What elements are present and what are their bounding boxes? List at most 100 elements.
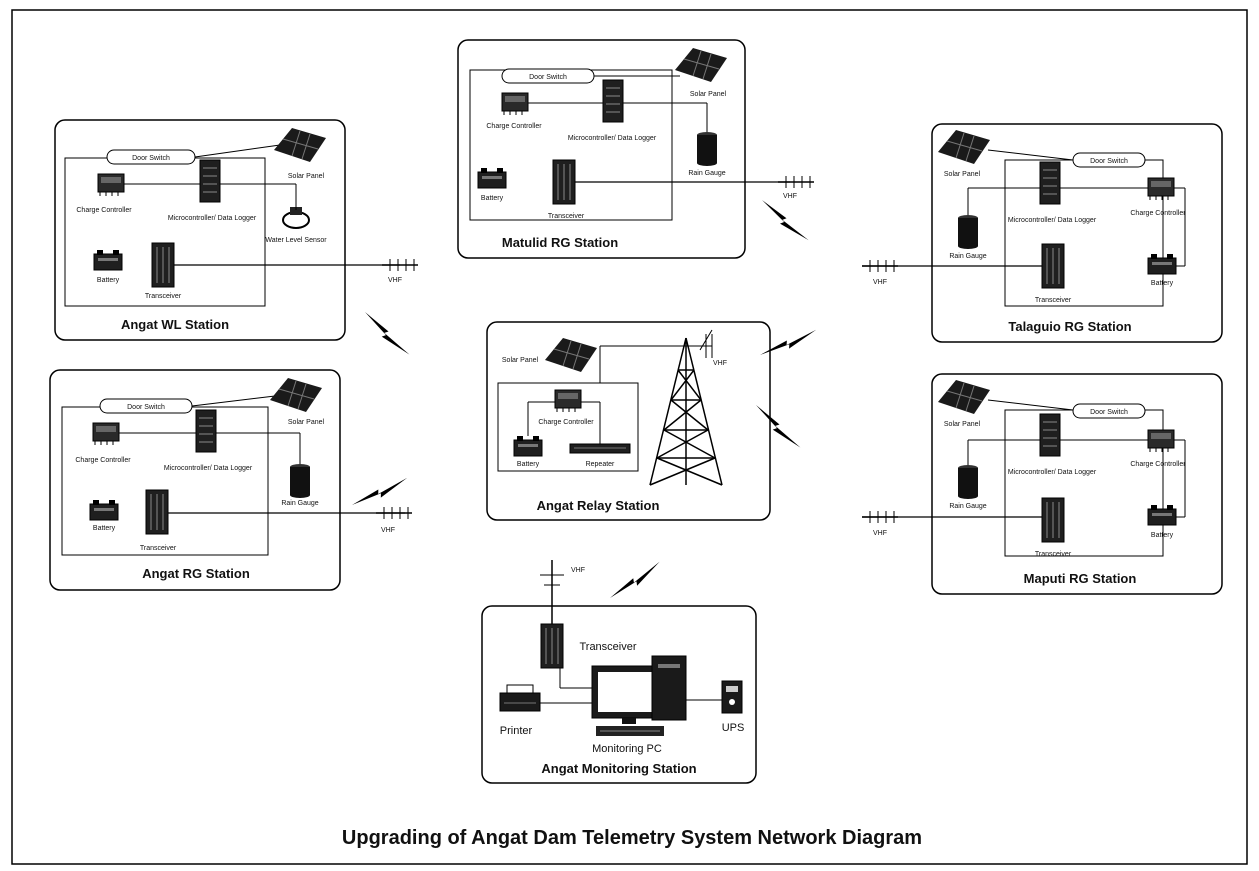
battery-label: Battery	[481, 195, 504, 202]
solar-panel-icon	[674, 47, 728, 83]
antenna-icon	[381, 258, 419, 272]
printer-icon	[499, 684, 541, 712]
lightning-bolt-icon	[610, 550, 660, 610]
solar-panel-icon	[273, 127, 327, 163]
vhf-label: VHF	[713, 360, 727, 367]
station-title: Angat Monitoring Station	[541, 761, 696, 776]
microcontroller-icon	[195, 409, 217, 453]
battery-icon	[89, 499, 119, 521]
transceiver-icon	[1041, 243, 1065, 289]
relay-antenna-icon	[699, 329, 713, 358]
vhf-label: VHF	[571, 567, 585, 574]
battery-label: Battery	[1151, 280, 1174, 287]
microcontroller-icon	[1039, 161, 1061, 205]
station-title: Maputi RG Station	[1024, 571, 1137, 586]
angat-relay-station: Solar Panel Charge Controller Battery Re…	[486, 321, 771, 521]
solar-panel-label: Solar Panel	[288, 419, 325, 426]
angat-monitoring-station: VHF Transceiver Monitoring PC Printer UP…	[481, 560, 757, 784]
microcontroller-label: Microcontroller/ Data Logger	[164, 465, 253, 472]
charge-controller-icon	[97, 173, 125, 197]
transceiver-icon	[151, 242, 175, 288]
antenna-icon	[861, 259, 899, 273]
microcontroller-label: Microcontroller/ Data Logger	[168, 215, 257, 222]
vhf-label: VHF	[381, 527, 395, 534]
station-title: Angat RG Station	[142, 566, 250, 581]
solar-panel-label: Solar Panel	[944, 171, 981, 178]
battery-icon	[93, 249, 123, 271]
microcontroller-label: Microcontroller/ Data Logger	[1008, 217, 1097, 224]
rain-gauge-icon	[697, 132, 717, 166]
water-level-sensor-icon	[282, 207, 310, 229]
door-switch-label: Door Switch	[1090, 409, 1128, 416]
door-switch-label: Door Switch	[132, 155, 170, 162]
station-title: Angat Relay Station	[537, 498, 660, 513]
ups-label: UPS	[722, 722, 745, 734]
battery-label: Battery	[1151, 532, 1174, 539]
battery-label: Battery	[97, 277, 120, 284]
charge-controller-label: Charge Controller	[1130, 210, 1186, 217]
maputi-rg-station: Door Switch Solar Panel Microcontroller/…	[861, 373, 1223, 595]
talaguio-rg-station: Door Switch Solar Panel Microcontroller/…	[861, 123, 1223, 343]
lightning-bolt-icon	[760, 311, 817, 373]
radio-links	[352, 200, 817, 610]
angat-wl-station: Door Switch Solar Panel Charge Controlle…	[54, 119, 419, 341]
vhf-label: VHF	[873, 279, 887, 286]
ups-icon	[721, 680, 743, 714]
rain-gauge-icon	[958, 465, 978, 499]
battery-icon	[1147, 253, 1177, 275]
door-switch	[1072, 403, 1146, 419]
outer-frame	[11, 9, 1248, 865]
station-title: Talaguio RG Station	[1008, 319, 1131, 334]
solar-panel-label: Solar Panel	[288, 173, 325, 180]
station-title: Angat WL Station	[121, 317, 229, 332]
solar-panel-icon	[544, 337, 598, 373]
vhf-label: VHF	[388, 277, 402, 284]
transceiver-label: Transceiver	[579, 641, 636, 653]
charge-controller-icon	[554, 389, 582, 413]
charge-controller-icon	[501, 92, 529, 116]
battery-icon	[513, 435, 543, 457]
battery-icon	[1147, 504, 1177, 526]
charge-controller-icon	[1147, 429, 1175, 453]
rain-gauge-icon	[290, 464, 310, 498]
charge-controller-label: Charge Controller	[75, 457, 131, 464]
angat-rg-station: Door Switch Solar Panel Charge Controlle…	[49, 369, 413, 591]
pc-label: Monitoring PC	[592, 743, 662, 755]
charge-controller-icon	[92, 422, 120, 446]
transceiver-label: Transceiver	[140, 545, 177, 552]
battery-icon	[477, 167, 507, 189]
solar-panel-icon	[937, 379, 991, 415]
diagram-title: Upgrading of Angat Dam Telemetry System …	[342, 827, 922, 849]
transceiver-label: Transceiver	[1035, 551, 1072, 558]
transceiver-icon	[540, 623, 564, 669]
microcontroller-icon	[602, 79, 624, 123]
door-switch-label: Door Switch	[127, 404, 165, 411]
transceiver-label: Transceiver	[548, 213, 585, 220]
solar-panel-label: Solar Panel	[502, 357, 539, 364]
charge-controller-label: Charge Controller	[1130, 461, 1186, 468]
charge-controller-icon	[1147, 177, 1175, 201]
charge-controller-label: Charge Controller	[486, 123, 542, 130]
door-switch-label: Door Switch	[529, 74, 567, 81]
vhf-label: VHF	[873, 530, 887, 537]
solar-panel-label: Solar Panel	[690, 91, 727, 98]
rain-gauge-label: Rain Gauge	[281, 500, 318, 507]
solar-panel-icon	[269, 377, 323, 413]
transceiver-icon	[552, 159, 576, 205]
battery-label: Battery	[93, 525, 116, 532]
monitoring-pc-icon	[591, 655, 687, 736]
charge-controller-label: Charge Controller	[76, 207, 132, 214]
matulid-rg-station: Door Switch Solar Panel Charge Controlle…	[457, 39, 815, 259]
monitoring-antenna-icon	[540, 560, 564, 624]
rain-gauge-icon	[958, 215, 978, 249]
repeater-label: Repeater	[586, 461, 615, 468]
antenna-icon	[375, 506, 413, 520]
transceiver-icon	[145, 489, 169, 535]
microcontroller-label: Microcontroller/ Data Logger	[1008, 469, 1097, 476]
solar-panel-label: Solar Panel	[944, 421, 981, 428]
water-level-sensor-label: Water Level Sensor	[265, 237, 327, 244]
antenna-icon	[861, 510, 899, 524]
transceiver-icon	[1041, 497, 1065, 543]
relay-tower-icon	[649, 337, 723, 486]
